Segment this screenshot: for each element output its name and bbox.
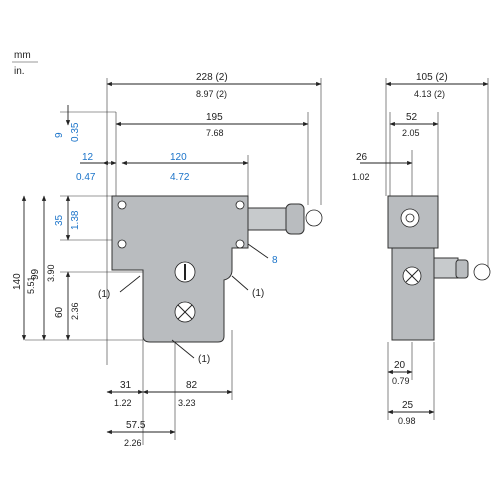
side-body [391,247,435,341]
dim-195: 195 [206,112,223,123]
dim-105: 105 (2) [416,72,448,83]
dim-12-in: 0.47 [76,172,96,183]
actuator-arm [247,207,287,231]
dim-25-in: 0.98 [398,416,416,426]
dim-140: 140 [12,273,23,290]
dim-105-in: 4.13 (2) [414,89,445,99]
dim-20: 20 [394,360,406,371]
dim-35-in: 1.38 [70,210,81,230]
dim-99-in: 3.90 [46,264,56,282]
dim-31: 31 [120,380,132,391]
dim-52: 52 [406,112,418,123]
dim-26: 26 [356,152,368,163]
side-roller [473,263,491,281]
dim-31-in: 1.22 [114,398,132,408]
dim-195-in: 7.68 [206,128,224,138]
dim-228-in: 8.97 (2) [196,89,227,99]
roller [305,209,323,227]
unit-in: in. [14,66,25,77]
dim-228: 228 (2) [196,72,228,83]
dim-26-in: 1.02 [352,172,370,182]
dim-57-5-in: 2.26 [124,438,142,448]
dim-60: 60 [54,306,65,318]
dim-12: 12 [82,152,94,163]
dim-140-in: 5.51 [26,276,36,294]
dim-9-in: 0.35 [70,122,81,142]
callout-1a: (1) [98,289,110,300]
front-view: 228 (2) 8.97 (2) 195 7.68 12 0.47 120 4.… [12,72,323,448]
dim-82-in: 3.23 [178,398,196,408]
dim-25: 25 [402,400,414,411]
dim-35: 35 [54,214,65,226]
dim-57-5: 57.5 [126,420,146,431]
callout-1c: (1) [198,354,210,365]
dim-20-in: 0.79 [392,376,410,386]
dim-120: 120 [170,152,187,163]
dim-60-in: 2.36 [70,302,80,320]
callout-1b: (1) [252,288,264,299]
units-legend: mm in. [12,50,38,77]
dim-9: 9 [54,132,65,138]
dim-120-in: 4.72 [170,172,190,183]
dim-52-in: 2.05 [402,128,420,138]
side-view: 105 (2) 4.13 (2) 52 2.05 26 1.02 20 0.79… [352,72,491,426]
dim-99: 99 [30,268,41,280]
callout-8: 8 [272,255,278,266]
unit-mm: mm [14,50,31,61]
head-screws [117,200,245,249]
dim-82: 82 [186,380,198,391]
